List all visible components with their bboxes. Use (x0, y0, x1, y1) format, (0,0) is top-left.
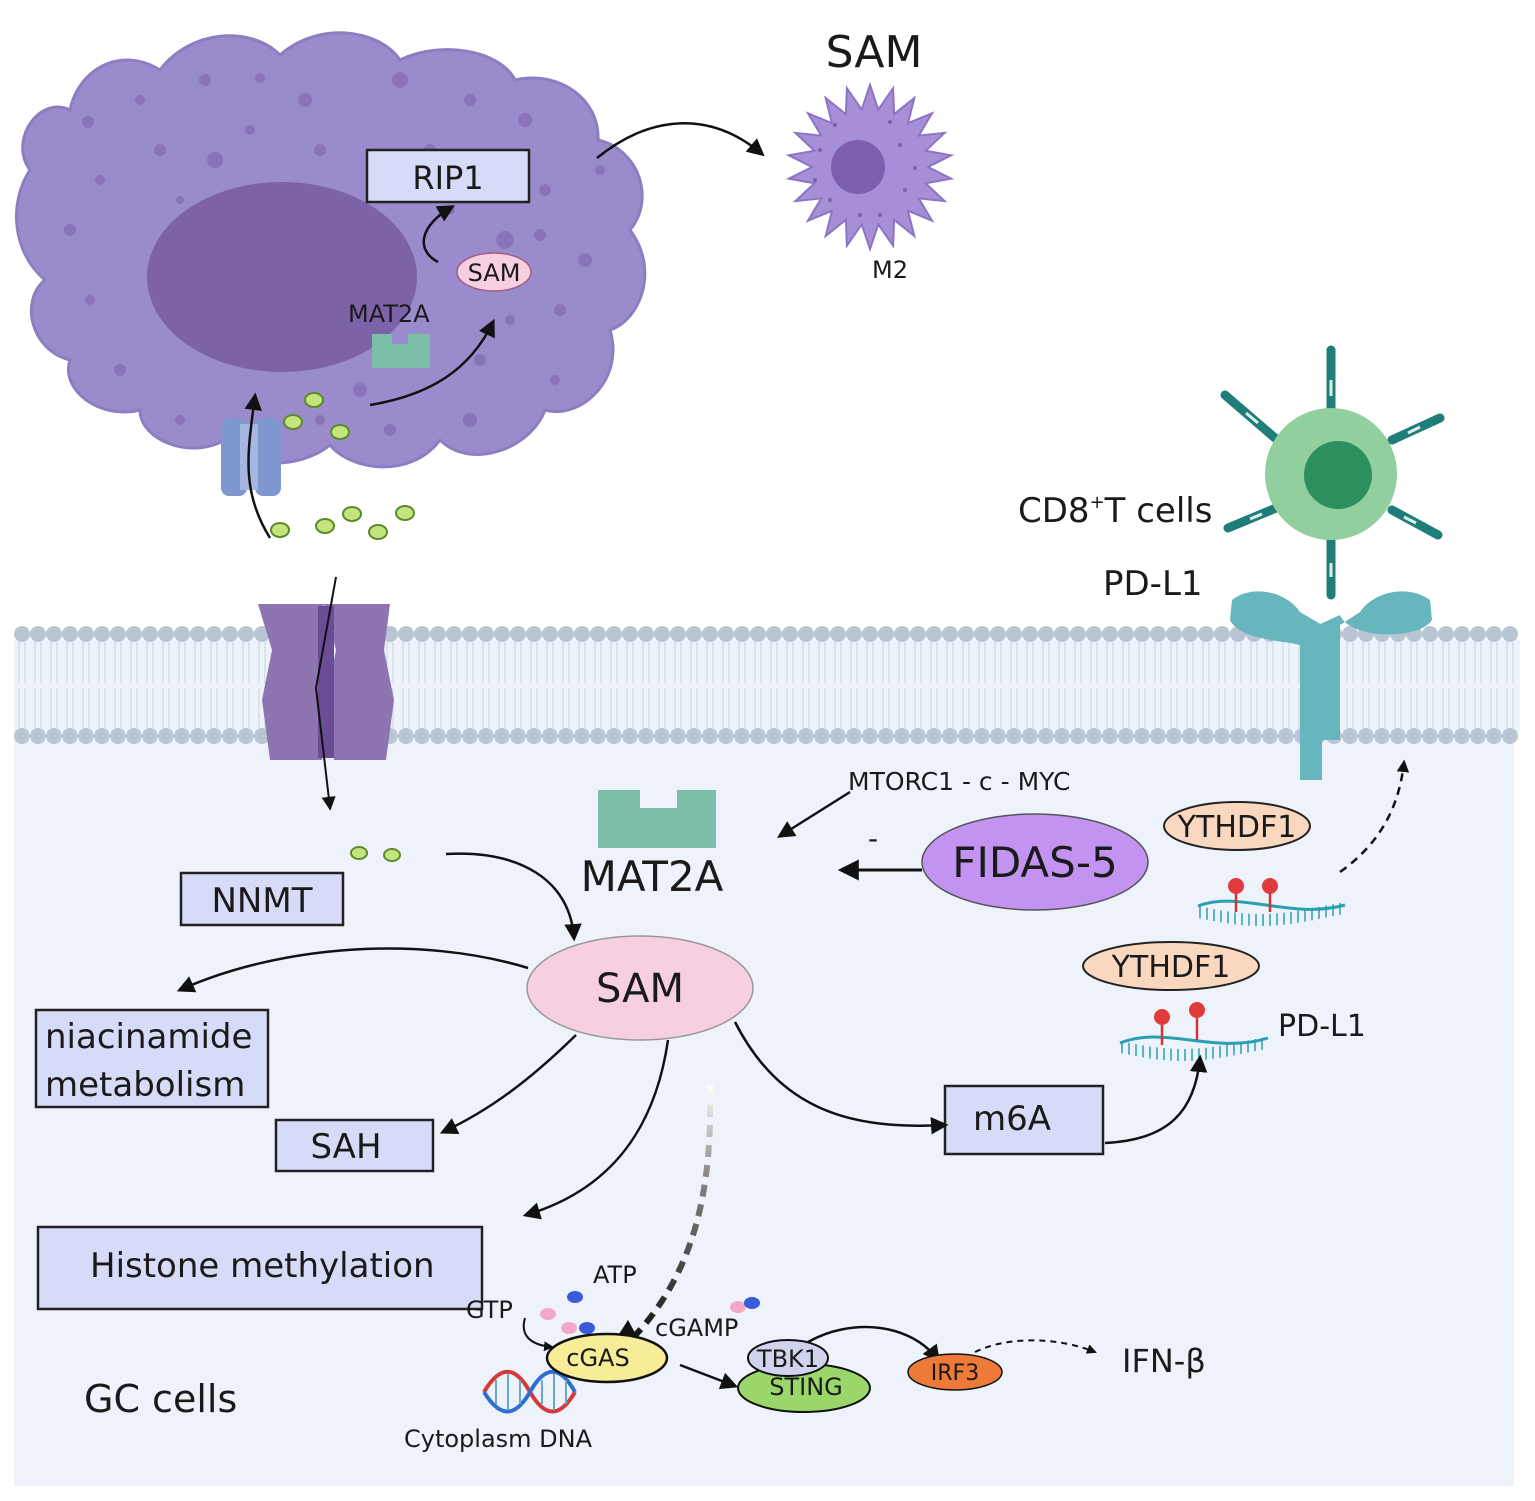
sam-ellipse-macrophage: SAM (456, 252, 532, 292)
rip1-label: RIP1 (412, 159, 483, 197)
sam-center-node: SAM (526, 935, 754, 1041)
pdl1-receptor-label: PD-L1 (1103, 564, 1203, 604)
cytoplasm-dna (482, 1370, 577, 1414)
arrow-sam-to-cgas-dashed (625, 1084, 714, 1346)
mrna-strand-pdl1 (1119, 1002, 1269, 1061)
ythdf1-top-label: YTHDF1 (1177, 810, 1297, 845)
atp-label: ATP (593, 1261, 637, 1289)
arrow-tbk1-to-irf3 (807, 1325, 941, 1363)
gtp-label: GTP (466, 1296, 513, 1324)
methionine-gc (350, 846, 401, 862)
mat2a-enzyme-small (372, 334, 430, 368)
arrow-sam-to-histone (522, 1039, 670, 1220)
tbk1-node: TBK1 (747, 1339, 829, 1377)
m6a-label: m6A (973, 1099, 1051, 1139)
nnmt-label: NNMT (212, 881, 313, 921)
arrow-met-entry-gc (314, 576, 337, 811)
macrophage-transporter (221, 418, 281, 496)
arrow-macrophage-to-m2 (596, 122, 765, 159)
sam-small-label: SAM (468, 259, 521, 287)
arrow-gtp-to-cgas (522, 1317, 554, 1352)
cgas-label: cGAS (566, 1344, 629, 1372)
arrow-sam-to-sah (439, 1034, 577, 1134)
tbk1-label: TBK1 (756, 1345, 819, 1373)
ifn-beta-label: IFN-β (1122, 1342, 1206, 1380)
rip1-box: RIP1 (365, 148, 531, 204)
inhibition-minus: - (868, 822, 878, 855)
irf3-label: IRF3 (931, 1361, 979, 1386)
m2-macrophage (785, 81, 955, 253)
niacinamide-box: niacinamide metabolism (34, 1008, 270, 1109)
sting-node: STING (737, 1363, 871, 1413)
cd8-label: CD8+T cells (1018, 491, 1212, 531)
mat2a-label: MAT2A (581, 852, 724, 901)
sam-center-label: SAM (596, 966, 684, 1012)
methionine-molecules (270, 392, 415, 540)
cd8-t-cell (1220, 345, 1445, 600)
arrow-sam-to-m6a (733, 1021, 949, 1135)
niacinamide-label-2: metabolism (45, 1065, 245, 1105)
arrow-met-to-macrophage (244, 392, 272, 539)
arrow-sam-to-niacinamide (176, 947, 529, 993)
niacinamide-label-1: niacinamide (45, 1017, 252, 1057)
mat2a-enzyme-large (598, 790, 716, 848)
arrow-mtorc1-to-mat2a (777, 790, 851, 838)
fidas5-inhibitor: FIDAS-5 (921, 813, 1149, 911)
m6a-box: m6A (943, 1084, 1105, 1156)
sah-box: SAH (274, 1118, 435, 1173)
arrow-translation-to-pdl1 (1339, 759, 1410, 874)
m2-label: M2 (872, 256, 908, 284)
cytoplasm-dna-label: Cytoplasm DNA (404, 1425, 593, 1453)
gc-cells-label: GC cells (84, 1377, 237, 1421)
sting-label: STING (769, 1373, 843, 1401)
mat2a-small-label: MAT2A (348, 300, 430, 328)
irf3-node: IRF3 (907, 1353, 1003, 1391)
ythdf1-bottom: YTHDF1 (1082, 941, 1260, 991)
sam-title: SAM (826, 27, 923, 78)
ythdf1-bottom-label: YTHDF1 (1111, 950, 1231, 985)
nnmt-box: NNMT (179, 871, 345, 927)
arrow-met-to-sam-gc (445, 852, 582, 942)
mtorc1-label: MTORC1 - c - MYC (848, 767, 1071, 796)
histone-label: Histone methylation (90, 1246, 435, 1286)
cgas-node: cGAS (545, 1332, 669, 1384)
arrow-irf3-to-ifn (974, 1339, 1097, 1354)
sah-label: SAH (310, 1127, 381, 1167)
arrow-sam-to-rip1 (422, 205, 456, 264)
gc-transporter (258, 604, 394, 760)
ythdf1-top: YTHDF1 (1163, 801, 1311, 851)
macrophage-nucleus (147, 182, 417, 372)
arrow-m6a-to-pdl1-mrna (1104, 1054, 1208, 1145)
arrow-met-to-sam (369, 318, 495, 407)
mrna-strand-top (1197, 878, 1346, 926)
nucleotide-molecules (540, 1291, 760, 1334)
cgamp-label: cGAMP (655, 1314, 738, 1342)
macrophage-cell (15, 31, 647, 469)
arrow-cgas-to-sting (679, 1363, 739, 1390)
pdl1-mrna-label: PD-L1 (1278, 1009, 1366, 1044)
fidas5-label: FIDAS-5 (952, 838, 1117, 887)
histone-box: Histone methylation (36, 1225, 484, 1311)
pdl1-receptor (1230, 591, 1432, 780)
